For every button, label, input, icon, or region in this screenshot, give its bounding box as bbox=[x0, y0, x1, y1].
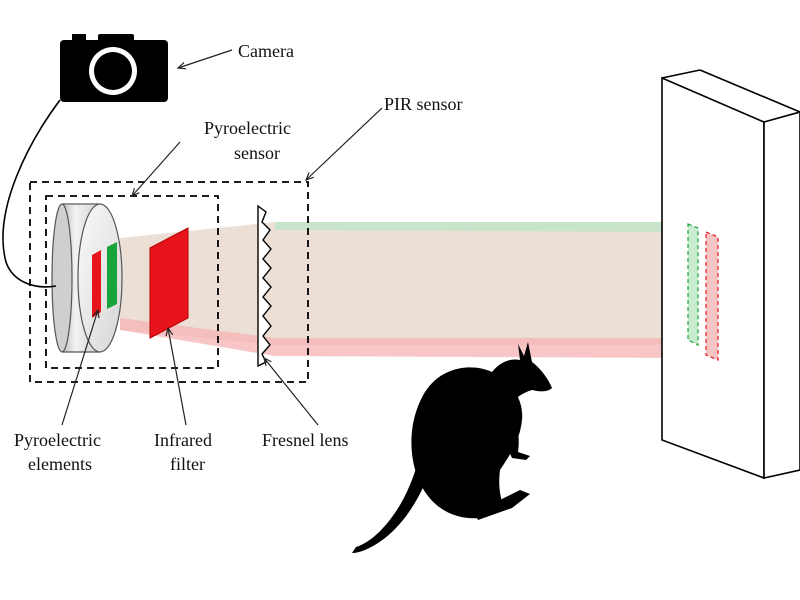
pyroelectric-element-green bbox=[107, 242, 117, 309]
pyroelectric-sensor-cylinder bbox=[51, 203, 123, 353]
infrared-filter-label-line2: filter bbox=[170, 454, 205, 474]
camera-label: Camera bbox=[238, 41, 294, 61]
kangaroo-silhouette bbox=[352, 342, 552, 553]
pyroelectric-elements-label-line1: Pyroelectric bbox=[14, 430, 101, 450]
pir-sensor-box bbox=[29, 181, 309, 383]
infrared-filter-label-line1: Infrared bbox=[154, 430, 212, 450]
pyroelectric-elements-leader bbox=[61, 310, 98, 426]
wall-zone-red bbox=[705, 231, 719, 361]
wall-side-face bbox=[763, 111, 800, 479]
pir-sensor-label: PIR sensor bbox=[384, 94, 463, 114]
beam-fill bbox=[120, 222, 690, 345]
wall bbox=[661, 69, 800, 480]
pyroelectric-sensor-label-line1: Pyroelectric bbox=[204, 118, 291, 138]
pyroelectric-sensor-leader bbox=[132, 141, 181, 196]
leader-lines bbox=[61, 49, 383, 426]
pyroelectric-sensor-label-line2: sensor bbox=[234, 143, 280, 163]
wall-zone-green bbox=[687, 223, 699, 346]
camera-icon bbox=[60, 34, 168, 102]
infrared-beam bbox=[120, 222, 690, 358]
fresnel-lens-label: Fresnel lens bbox=[262, 430, 348, 450]
camera-leader bbox=[178, 49, 233, 68]
pyroelectric-elements-label-line2: elements bbox=[28, 454, 92, 474]
pyroelectric-element-red bbox=[92, 250, 101, 318]
infrared-filter bbox=[149, 227, 189, 339]
infrared-filter-leader bbox=[168, 328, 187, 426]
pir-sensor-leader bbox=[306, 107, 383, 180]
beam-green-edge bbox=[275, 222, 690, 232]
fresnel-lens bbox=[257, 204, 272, 368]
fresnel-lens-leader bbox=[264, 358, 319, 426]
camera-cable bbox=[2, 99, 61, 288]
